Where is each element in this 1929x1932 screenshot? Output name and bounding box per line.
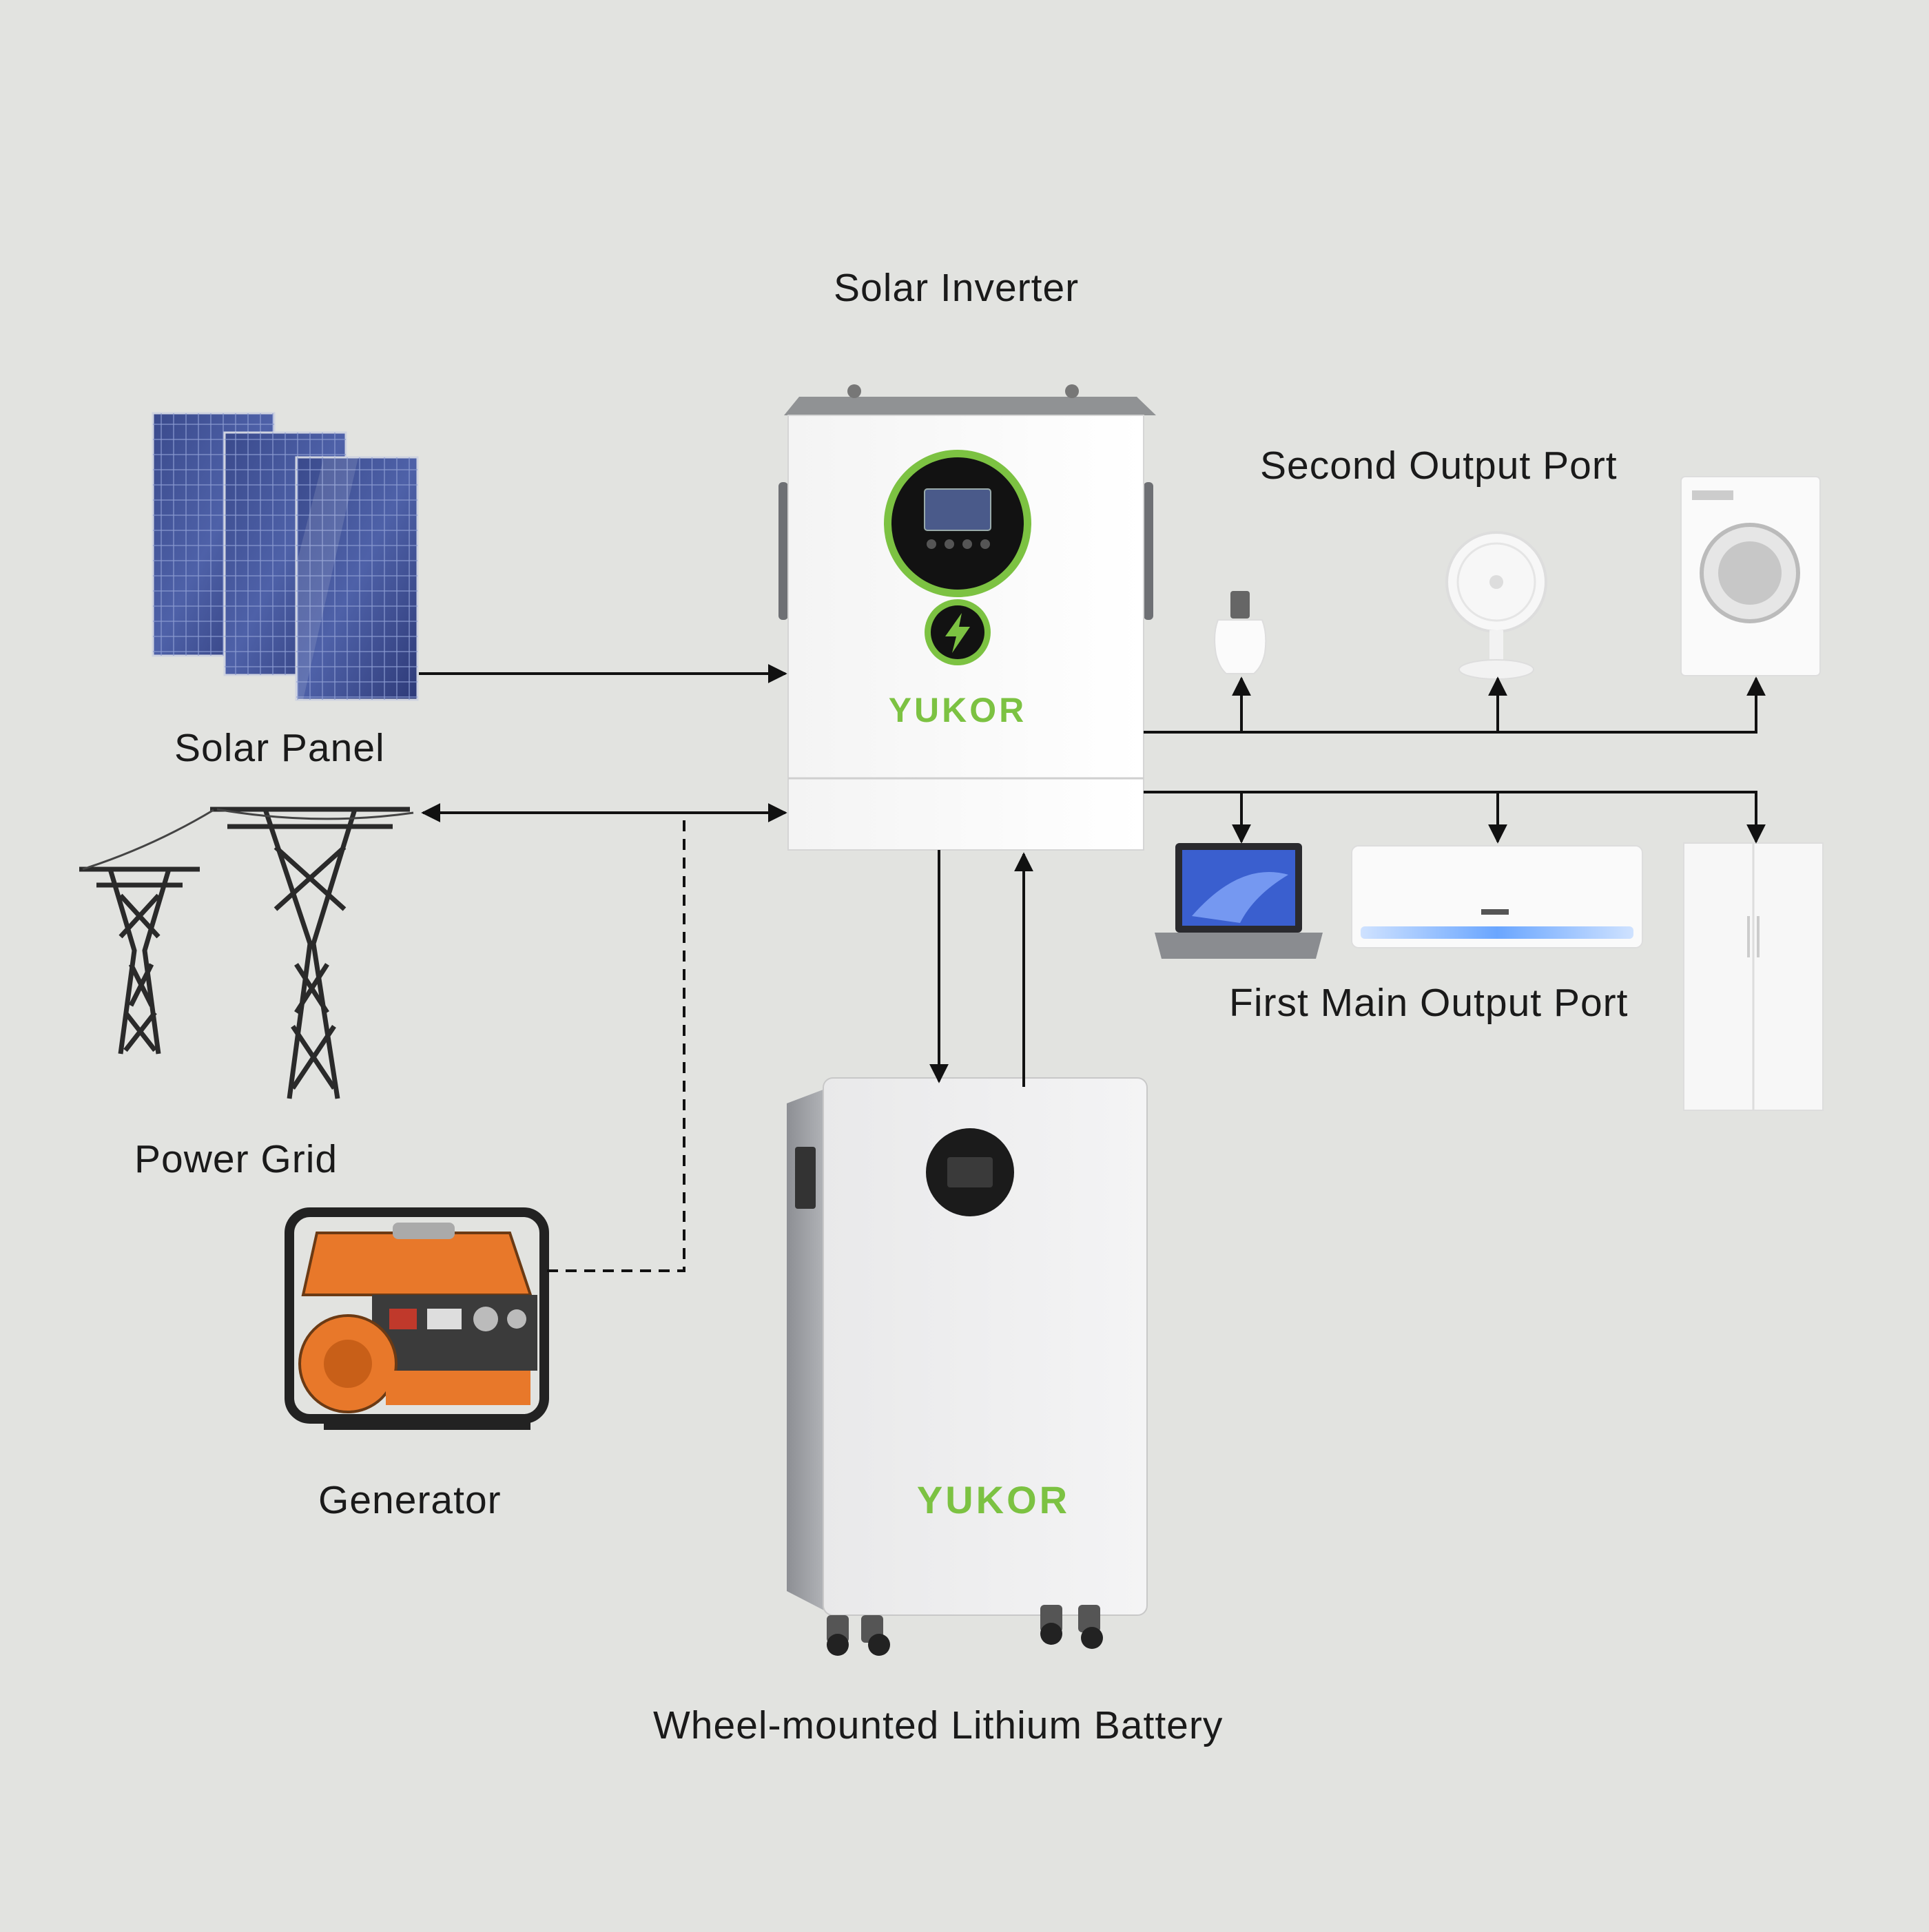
power-grid-icon: [79, 807, 414, 1099]
solar-panel-label: Solar Panel: [174, 726, 385, 770]
desk-fan-icon: [1445, 531, 1547, 680]
battery-brand-logo: YUKOR: [917, 1478, 1070, 1521]
solar-panel-icon: [152, 412, 419, 701]
inverter-brand-logo: YUKOR: [889, 691, 1027, 729]
generator-label: Generator: [318, 1478, 502, 1522]
power-grid-label: Power Grid: [134, 1137, 338, 1181]
washing-machine-icon: [1680, 476, 1821, 676]
generator-icon: [285, 1207, 549, 1430]
second-output-port-label: Second Output Port: [1260, 444, 1618, 488]
refrigerator-icon: [1683, 842, 1824, 1111]
first-main-output-port-label: First Main Output Port: [1229, 981, 1629, 1025]
solar-inverter-label: Solar Inverter: [834, 266, 1080, 310]
generator-dashed-line: [547, 813, 685, 1272]
laptop-icon: [1155, 843, 1323, 959]
battery-label: Wheel-mounted Lithium Battery: [653, 1703, 1224, 1747]
light-bulb-icon: [1214, 591, 1267, 674]
lithium-battery-device: [787, 1077, 1148, 1656]
solar-inverter-device: [778, 384, 1156, 851]
air-conditioner-icon: [1351, 845, 1643, 948]
connector-lines: [419, 664, 1766, 1272]
